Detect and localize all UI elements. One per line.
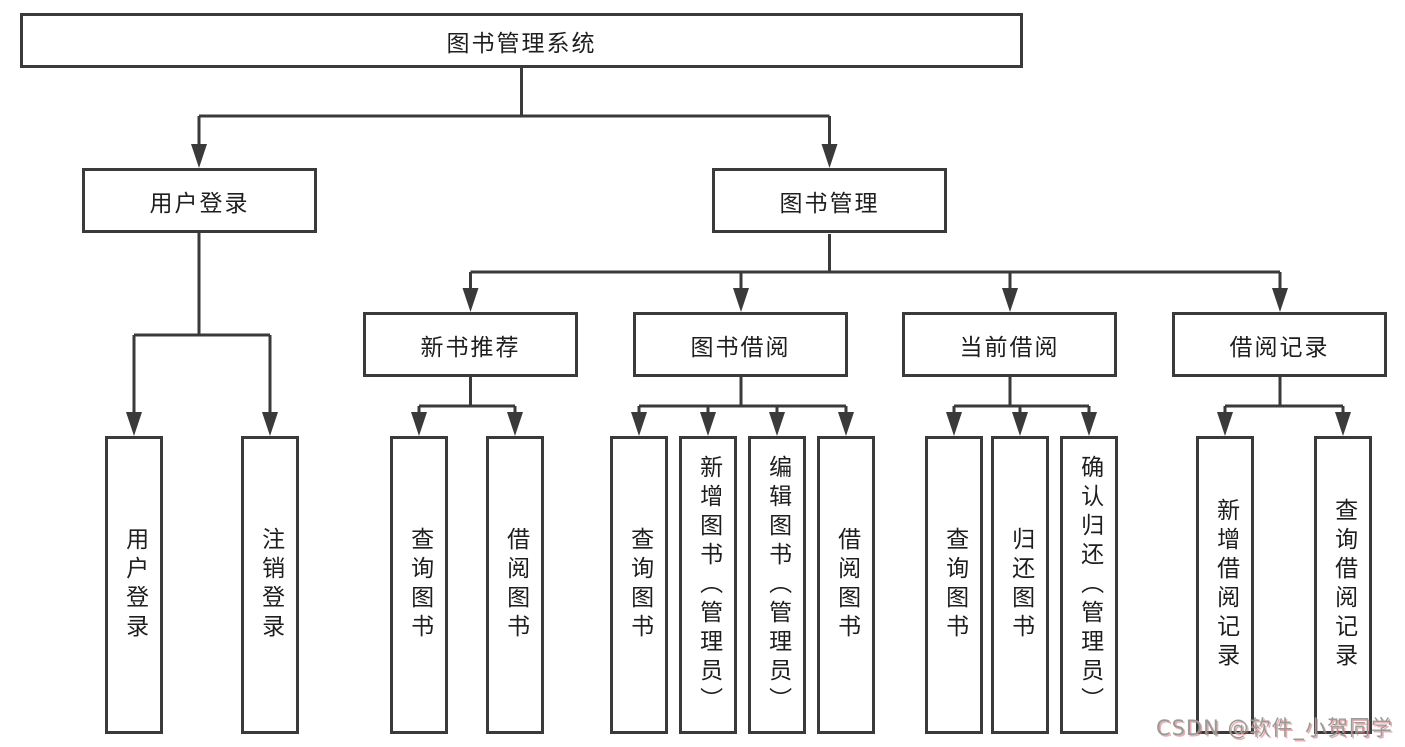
leaf-query-borrow-record-label: 查询借阅记录 xyxy=(1330,498,1357,672)
leaf-logout: 注销登录 xyxy=(241,436,299,734)
leaf-query-books-1: 查询图书 xyxy=(390,436,448,734)
leaf-confirm-return-admin: 确认归还（管理员） xyxy=(1060,436,1118,734)
leaf-borrow-books-2-label: 借阅图书 xyxy=(833,527,860,643)
arrowheads xyxy=(126,144,1351,436)
leaf-borrow-books-2: 借阅图书 xyxy=(817,436,875,734)
leaf-return-book: 归还图书 xyxy=(991,436,1049,734)
node-library-management-system-label: 图书管理系统 xyxy=(446,30,597,57)
leaf-query-borrow-record: 查询借阅记录 xyxy=(1314,436,1372,734)
leaf-logout-label: 注销登录 xyxy=(257,527,284,643)
leaf-query-books-3-label: 查询图书 xyxy=(941,527,968,643)
leaf-add-book-admin-label: 新增图书（管理员） xyxy=(695,454,722,716)
leaf-borrow-books-1-label: 借阅图书 xyxy=(502,527,529,643)
node-borrowing-records-label: 借阅记录 xyxy=(1229,334,1330,361)
node-current-borrowing-label: 当前借阅 xyxy=(959,334,1060,361)
node-user-login-label: 用户登录 xyxy=(149,190,250,217)
node-user-login: 用户登录 xyxy=(82,168,317,233)
leaf-user-login: 用户登录 xyxy=(105,436,163,734)
leaf-confirm-return-admin-label: 确认归还（管理员） xyxy=(1076,454,1103,716)
node-library-management-system: 图书管理系统 xyxy=(20,13,1023,68)
node-book-management-label: 图书管理 xyxy=(779,190,880,217)
leaf-edit-book-admin-label: 编辑图书（管理员） xyxy=(764,454,791,716)
leaf-add-book-admin: 新增图书（管理员） xyxy=(679,436,737,734)
leaf-query-books-3: 查询图书 xyxy=(925,436,983,734)
leaf-borrow-books-1: 借阅图书 xyxy=(486,436,544,734)
leaf-add-borrow-record-label: 新增借阅记录 xyxy=(1212,498,1239,672)
leaf-query-books-2: 查询图书 xyxy=(610,436,668,734)
watermark: CSDN @软件_小贺同学 xyxy=(1155,716,1393,740)
leaf-edit-book-admin: 编辑图书（管理员） xyxy=(748,436,806,734)
leaf-return-book-label: 归还图书 xyxy=(1007,527,1034,643)
node-book-management: 图书管理 xyxy=(712,168,947,233)
leaf-user-login-label: 用户登录 xyxy=(121,527,148,643)
leaf-query-books-1-label: 查询图书 xyxy=(406,527,433,643)
node-current-borrowing: 当前借阅 xyxy=(902,312,1117,377)
node-book-borrowing: 图书借阅 xyxy=(633,312,848,377)
node-book-borrowing-label: 图书借阅 xyxy=(690,334,791,361)
node-new-book-recommendation-label: 新书推荐 xyxy=(420,334,521,361)
leaf-add-borrow-record: 新增借阅记录 xyxy=(1196,436,1254,734)
node-borrowing-records: 借阅记录 xyxy=(1172,312,1387,377)
node-new-book-recommendation: 新书推荐 xyxy=(363,312,578,377)
leaf-query-books-2-label: 查询图书 xyxy=(626,527,653,643)
